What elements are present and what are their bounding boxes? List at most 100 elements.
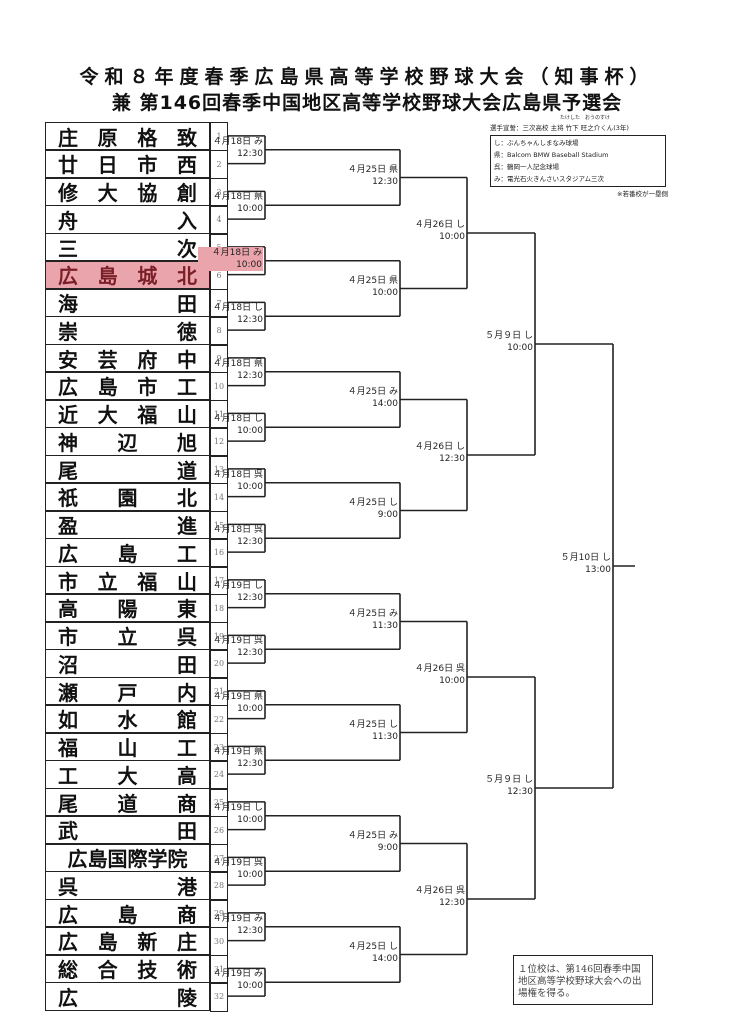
match-time: 12:30 bbox=[439, 454, 465, 464]
match-date-venue: ４月26日 呉 bbox=[414, 886, 465, 896]
match-time: 11:30 bbox=[372, 731, 398, 742]
match-time: 10:00 bbox=[236, 259, 262, 270]
team-name-char: 府 bbox=[137, 347, 158, 372]
team-name-char: 広 bbox=[58, 985, 78, 1010]
match-time: 12:30 bbox=[372, 176, 398, 187]
qualification-note: １位校は、第146回春季中国地区高等学校野球大会への出場権を得る。 bbox=[513, 955, 653, 1005]
team-name-char: 広 bbox=[58, 375, 78, 400]
team-name-char: 瀬 bbox=[58, 680, 78, 705]
team-name-char: 大 bbox=[97, 181, 118, 206]
match-date-venue: ４月26日 し bbox=[414, 442, 465, 452]
team-name-char: 内 bbox=[177, 680, 197, 705]
match-time: 12:30 bbox=[237, 592, 263, 603]
match-date-venue: ５月９日 し bbox=[485, 775, 533, 785]
team-row: 廿日市西 bbox=[45, 149, 210, 178]
match-date-venue: ４月25日 み bbox=[347, 830, 398, 841]
team-name-char: 広 bbox=[58, 541, 78, 566]
team-name-char: 尾 bbox=[58, 458, 78, 483]
team-name-char: 旭 bbox=[177, 430, 197, 455]
team-name-char: 西 bbox=[176, 153, 197, 178]
team-name-char: 島 bbox=[117, 541, 138, 566]
match-date-venue: ４月18日 呉 bbox=[212, 525, 263, 536]
team-name-char: 陽 bbox=[117, 597, 138, 622]
team-name-char: 尾 bbox=[58, 791, 78, 816]
match-date-venue: ４月18日 呉 bbox=[212, 469, 263, 480]
team-name-char: 祇 bbox=[58, 486, 78, 511]
match-time: 9:00 bbox=[377, 842, 398, 853]
team-row: 広島城北 bbox=[45, 260, 210, 289]
match-time: 10:00 bbox=[237, 426, 263, 437]
team-row: 修大協創 bbox=[45, 177, 210, 206]
team-name-char: 原 bbox=[97, 125, 118, 150]
team-name-char: 進 bbox=[177, 514, 197, 539]
match-time: 10:00 bbox=[372, 287, 398, 298]
team-name-char: 庄 bbox=[176, 930, 197, 955]
match-time: 12:30 bbox=[237, 370, 263, 381]
venue-item: 県：Balcom BMW Baseball Stadium bbox=[494, 151, 609, 159]
match-date-venue: ４月18日 み bbox=[212, 136, 263, 147]
team-name-char: 大 bbox=[97, 403, 118, 428]
team-row: 瀬戸内 bbox=[45, 677, 210, 706]
team-row: 呉港 bbox=[45, 871, 210, 900]
team-name-char: 日 bbox=[97, 153, 118, 178]
team-name-char: 広島国際学院 bbox=[67, 847, 188, 872]
team-row: 安芸府中 bbox=[45, 344, 210, 373]
team-row: 三次 bbox=[45, 233, 210, 262]
team-row: 舟入 bbox=[45, 205, 210, 234]
match-date-venue: ４月18日 県 bbox=[212, 192, 263, 203]
team-name-char: 総 bbox=[58, 958, 78, 983]
venue-item: 呉：鶴岡一人記念球場 bbox=[494, 163, 559, 171]
team-name-char: 修 bbox=[58, 181, 78, 206]
team-name-char: 工 bbox=[176, 375, 197, 400]
match-date-venue: ４月19日 み bbox=[212, 913, 263, 924]
team-name-char: 工 bbox=[177, 541, 197, 566]
match-date-venue: ４月25日 み bbox=[347, 608, 398, 619]
team-name-char: 広 bbox=[58, 902, 78, 927]
team-name-char: 武 bbox=[58, 819, 78, 844]
match-time: 14:00 bbox=[372, 398, 398, 409]
team-name-char: 高 bbox=[177, 763, 197, 788]
team-row: 市立福山 bbox=[45, 566, 210, 595]
team-row: 工大高 bbox=[45, 760, 210, 789]
match-time: 12:30 bbox=[507, 787, 533, 797]
team-name-char: 市 bbox=[58, 625, 78, 650]
match-date-venue: ４月25日 し bbox=[347, 941, 398, 952]
team-row: 尾道商 bbox=[45, 788, 210, 817]
team-name-char: 館 bbox=[177, 708, 197, 733]
team-name-char: 入 bbox=[177, 208, 197, 233]
team-name-char: 工 bbox=[58, 763, 78, 788]
team-row: 広陵 bbox=[45, 982, 210, 1011]
team-name-char: 港 bbox=[177, 874, 197, 899]
team-row: 近大福山 bbox=[45, 399, 210, 428]
team-row: 広島商 bbox=[45, 899, 210, 928]
team-row: 広島新庄 bbox=[45, 926, 210, 955]
venue-legend: たけした おうのすけ 選手宣誓：三次高校 主将 竹下 旺之介くん(3年) し：ぶ… bbox=[490, 115, 668, 198]
team-name-char: 道 bbox=[117, 791, 138, 816]
team-row: 広島市工 bbox=[45, 371, 210, 400]
team-name-char: 田 bbox=[177, 819, 197, 844]
team-name-char: 舟 bbox=[58, 208, 78, 233]
match-time: 11:30 bbox=[372, 620, 398, 631]
team-name-char: 田 bbox=[177, 652, 197, 677]
team-name-char: 北 bbox=[176, 264, 197, 289]
team-name-char: 東 bbox=[177, 597, 197, 622]
team-row: 盈進 bbox=[45, 510, 210, 539]
team-name-char: 崇 bbox=[58, 319, 78, 344]
team-name-char: 盈 bbox=[58, 514, 78, 539]
venue-item: み：電光石火きんさいスタジアム三次 bbox=[494, 175, 605, 183]
match-time: 10:00 bbox=[237, 981, 263, 992]
match-time: 12:30 bbox=[237, 537, 263, 548]
team-name-char: 立 bbox=[97, 569, 118, 594]
match-time: 10:00 bbox=[237, 204, 263, 215]
